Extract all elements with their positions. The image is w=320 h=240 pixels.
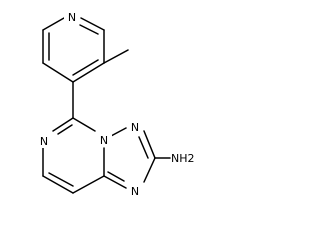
bond-n1-c6-inner [79,24,99,35]
bridgehead-nitrogen-label: N [100,134,108,147]
pyridine-nitrogen-label: N [68,11,76,24]
pyrimidine-ring [42,117,105,194]
triazole-nitrogen-bottom-label: N [131,185,139,198]
bond-c2-n1 [42,17,65,31]
bond-n1-c6 [80,17,105,31]
amine-label: NH2 [171,152,195,165]
triazole-ring [103,127,156,189]
bond-n4-c5 [72,117,96,132]
bond-n1-c8a-inner [107,171,125,182]
bond-c7-c8-inner [48,172,74,187]
bond-c4-c3 [42,62,74,83]
bond-n3-c2 [143,130,156,159]
pyridine-ring [42,17,105,83]
bond-n1-c8a [103,175,127,189]
molecule-structure: N N N N N NH2 [36,9,195,198]
bond-c5-c4-inner [72,59,99,76]
bond-c8-c8a [72,175,105,194]
bond-methyl [103,49,129,64]
atom-labels: N N N N N NH2 [36,9,195,198]
bond-c2-n1 [143,157,156,183]
bond-n4-n3 [110,127,127,137]
triazole-nitrogen-top-label: N [131,121,139,134]
pyrimidine-nitrogen-label: N [40,135,48,148]
bond-c5-n6 [52,117,74,132]
bond-c5-c4 [72,62,105,83]
bond-c5-n6-inner [57,124,73,135]
bond-n3-c2-inner [138,136,149,159]
bond-c7-c8 [42,175,74,194]
